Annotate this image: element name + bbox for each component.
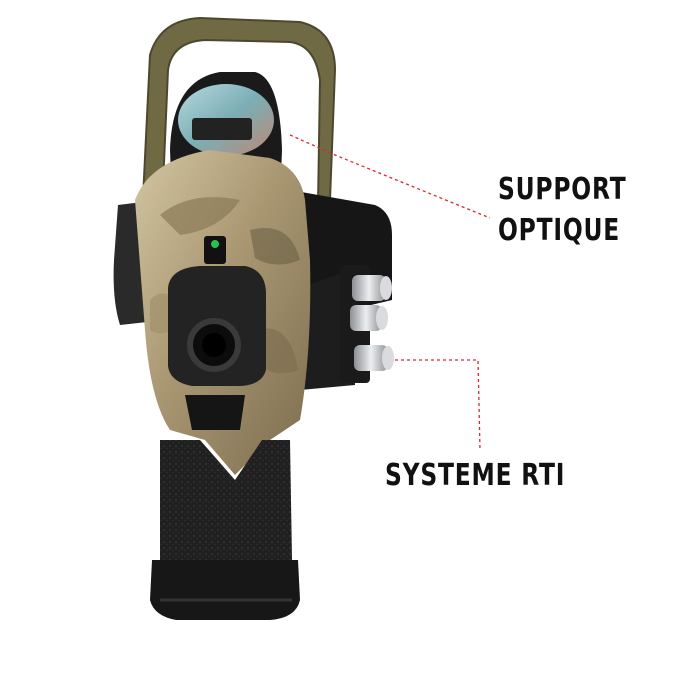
camo-patch <box>250 228 300 265</box>
label-support-optique: SUPPORT OPTIQUE <box>498 170 626 251</box>
front-sight <box>204 236 226 264</box>
pistol-grip <box>160 440 292 560</box>
grip-baseplate <box>150 560 300 620</box>
rti-knob-middle <box>350 305 388 331</box>
rti-knob-bottom <box>354 345 394 371</box>
trigger-guard-area <box>185 395 245 430</box>
camo-patch <box>160 197 240 235</box>
rti-knob-top <box>352 275 392 301</box>
label-systeme-rti: SYSTEME RTI <box>385 456 565 497</box>
label-line: OPTIQUE <box>498 212 621 248</box>
label-line: SUPPORT <box>498 172 627 207</box>
optic-emitter <box>192 118 252 140</box>
front-sight-dot <box>211 240 219 248</box>
leader-line-systeme-rti <box>395 359 481 451</box>
leader-line-support-optique <box>289 134 491 219</box>
label-line: SYSTEME RTI <box>385 458 566 493</box>
